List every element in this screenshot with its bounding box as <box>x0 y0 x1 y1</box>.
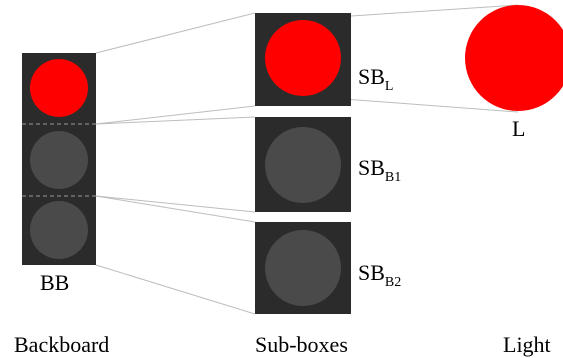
connector-bb-to-sbl-bottom <box>95 105 256 125</box>
label-sb-b2: SBB2 <box>358 262 401 290</box>
backboard-red-light <box>30 59 88 117</box>
light-circle <box>465 5 563 111</box>
label-sb-l-sub: L <box>384 79 394 94</box>
label-sb-l: SBL <box>358 66 393 94</box>
backboard-off-light-1 <box>30 131 88 189</box>
backboard-off-light-2 <box>30 201 88 259</box>
subbox-l-red-light <box>265 20 341 96</box>
connector-bb-to-sbl-top <box>95 12 256 54</box>
subbox-b2-off-light <box>265 230 341 306</box>
label-sb-b1: SBB1 <box>358 157 401 185</box>
label-sb-b2-main: SB <box>358 260 385 285</box>
label-sb-b1-sub: B1 <box>384 170 402 185</box>
label-sb-b2-sub: B2 <box>384 275 402 290</box>
caption-subboxes: Sub-boxes <box>255 332 348 357</box>
label-sb-l-main: SB <box>358 64 385 89</box>
subbox-b1-off-light <box>265 127 341 203</box>
label-light: L <box>512 116 526 141</box>
label-bb: BB <box>40 270 70 295</box>
caption-backboard: Backboard <box>14 332 110 357</box>
connector-bb-to-sbb1-top <box>95 116 256 125</box>
caption-light: Light <box>503 332 551 357</box>
label-sb-b1-main: SB <box>358 155 385 180</box>
connector-bb-to-sbb2-top <box>95 195 256 223</box>
connector-bb-to-sbb2-bottom <box>95 264 256 315</box>
connector-bb-to-sbb1-bottom <box>95 195 256 213</box>
